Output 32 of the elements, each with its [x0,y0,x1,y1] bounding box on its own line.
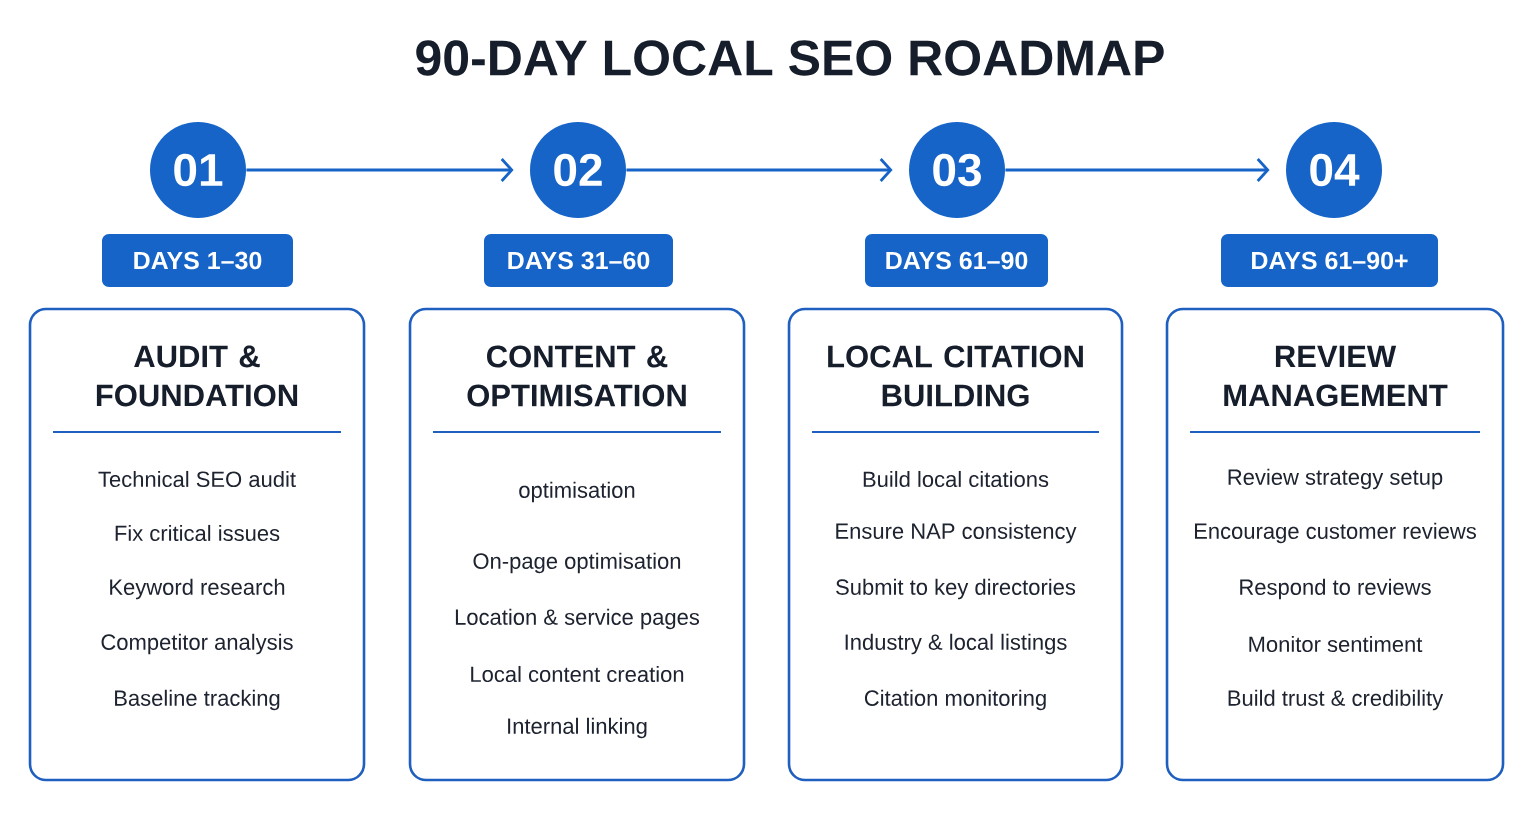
card-heading: AUDIT & FOUNDATION [96,345,298,407]
list-item: Encourage customer reviews [1195,522,1476,544]
list-item: optimisation [519,481,635,503]
list-item: Industry & local listings [845,633,1067,655]
list-item: Ensure NAP consistency [836,522,1077,544]
list-item: Keyword research [110,578,285,600]
list-item: Build trust & credibility [1228,689,1444,711]
list-item: Monitor sentiment [1249,635,1423,653]
list-item: Local content creation [471,665,684,683]
list-item: Location & service pages [455,608,700,630]
arrow [246,158,514,182]
list-item: Build local citations [863,470,1049,488]
card-heading: CONTENT & OPTIMISATION [467,345,686,407]
day-badge: DAYS 1–30 [102,234,293,287]
title: 90-DAY LOCAL SEO ROADMAP [416,40,1164,76]
day-badge: DAYS 61–90 [865,234,1048,287]
day-badge: DAYS 31–60 [484,234,673,287]
list-item: Internal linking [508,717,647,739]
list-item: Submit to key directories [836,578,1076,600]
card-heading: LOCAL CITATION BUILDING [828,345,1083,407]
arrow [626,158,893,182]
list-item: Citation monitoring [864,689,1046,711]
list-item: Respond to reviews [1240,578,1431,600]
list-item: Review strategy setup [1228,468,1443,490]
arrow [1005,158,1270,182]
list-item: Technical SEO audit [98,470,296,488]
list-item: On-page optimisation [473,552,681,574]
list-item: Competitor analysis [101,633,293,655]
day-badge: DAYS 61–90+ [1221,234,1438,287]
list-item: Fix critical issues [115,524,280,542]
card-heading: REVIEW MANAGEMENT [1224,345,1448,407]
list-item: Baseline tracking [115,689,280,711]
